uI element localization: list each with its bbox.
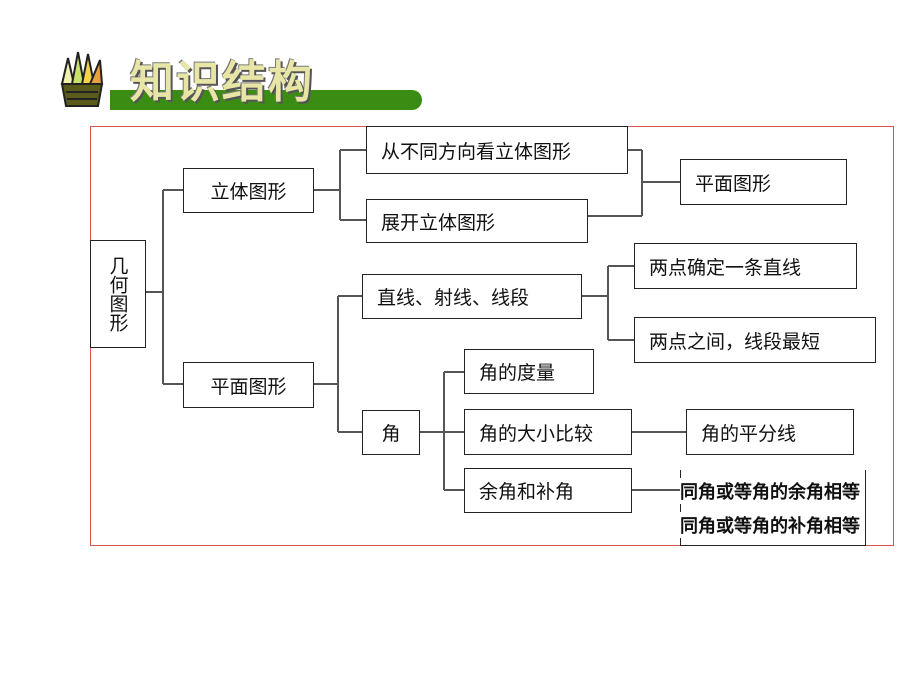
node-unfold-solid: 展开立体图形 bbox=[366, 199, 588, 243]
node-solid: 立体图形 bbox=[183, 168, 314, 213]
node-angle-compare: 角的大小比较 bbox=[464, 409, 632, 455]
node-root: 几何图形 bbox=[90, 240, 146, 348]
node-angle-measure: 角的度量 bbox=[464, 349, 594, 394]
node-solid-label: 立体图形 bbox=[210, 181, 287, 203]
node-root-label: 几何图形 bbox=[106, 256, 129, 332]
supplement-theorem: 同角或等角的补角相等 bbox=[680, 512, 860, 538]
node-plane-figure: 平面图形 bbox=[680, 159, 847, 205]
node-two-points-line-label: 两点确定一条直线 bbox=[649, 256, 802, 279]
node-angle-compare-label: 角的大小比较 bbox=[479, 422, 594, 445]
pencils-icon bbox=[60, 51, 104, 107]
node-lines-label: 直线、射线、线段 bbox=[377, 287, 530, 309]
title-bar bbox=[110, 90, 422, 110]
node-complement-supplement: 余角和补角 bbox=[464, 468, 632, 513]
page-title: 知识结构 bbox=[130, 57, 314, 108]
node-complement-supplement-label: 余角和补角 bbox=[479, 481, 575, 503]
node-view-from-directions: 从不同方向看立体图形 bbox=[366, 126, 628, 174]
node-view-label: 从不同方向看立体图形 bbox=[381, 140, 572, 163]
header: 知识结构 bbox=[52, 40, 422, 120]
node-angle-bisector: 角的平分线 bbox=[686, 409, 854, 455]
node-angle-label: 角 bbox=[381, 423, 401, 445]
node-lines: 直线、射线、线段 bbox=[362, 274, 582, 319]
node-shortest-segment-label: 两点之间，线段最短 bbox=[649, 330, 821, 353]
node-plane-figure-label: 平面图形 bbox=[695, 172, 772, 195]
node-angle: 角 bbox=[362, 410, 420, 455]
node-shortest-segment: 两点之间，线段最短 bbox=[634, 317, 876, 363]
node-two-points-line: 两点确定一条直线 bbox=[634, 243, 857, 289]
complement-theorem: 同角或等角的余角相等 bbox=[680, 478, 860, 504]
node-unfold-label: 展开立体图形 bbox=[381, 211, 496, 234]
node-plane: 平面图形 bbox=[183, 362, 314, 408]
node-angle-measure-label: 角的度量 bbox=[479, 362, 556, 384]
node-angle-bisector-label: 角的平分线 bbox=[701, 422, 797, 445]
node-plane-label: 平面图形 bbox=[210, 375, 287, 398]
